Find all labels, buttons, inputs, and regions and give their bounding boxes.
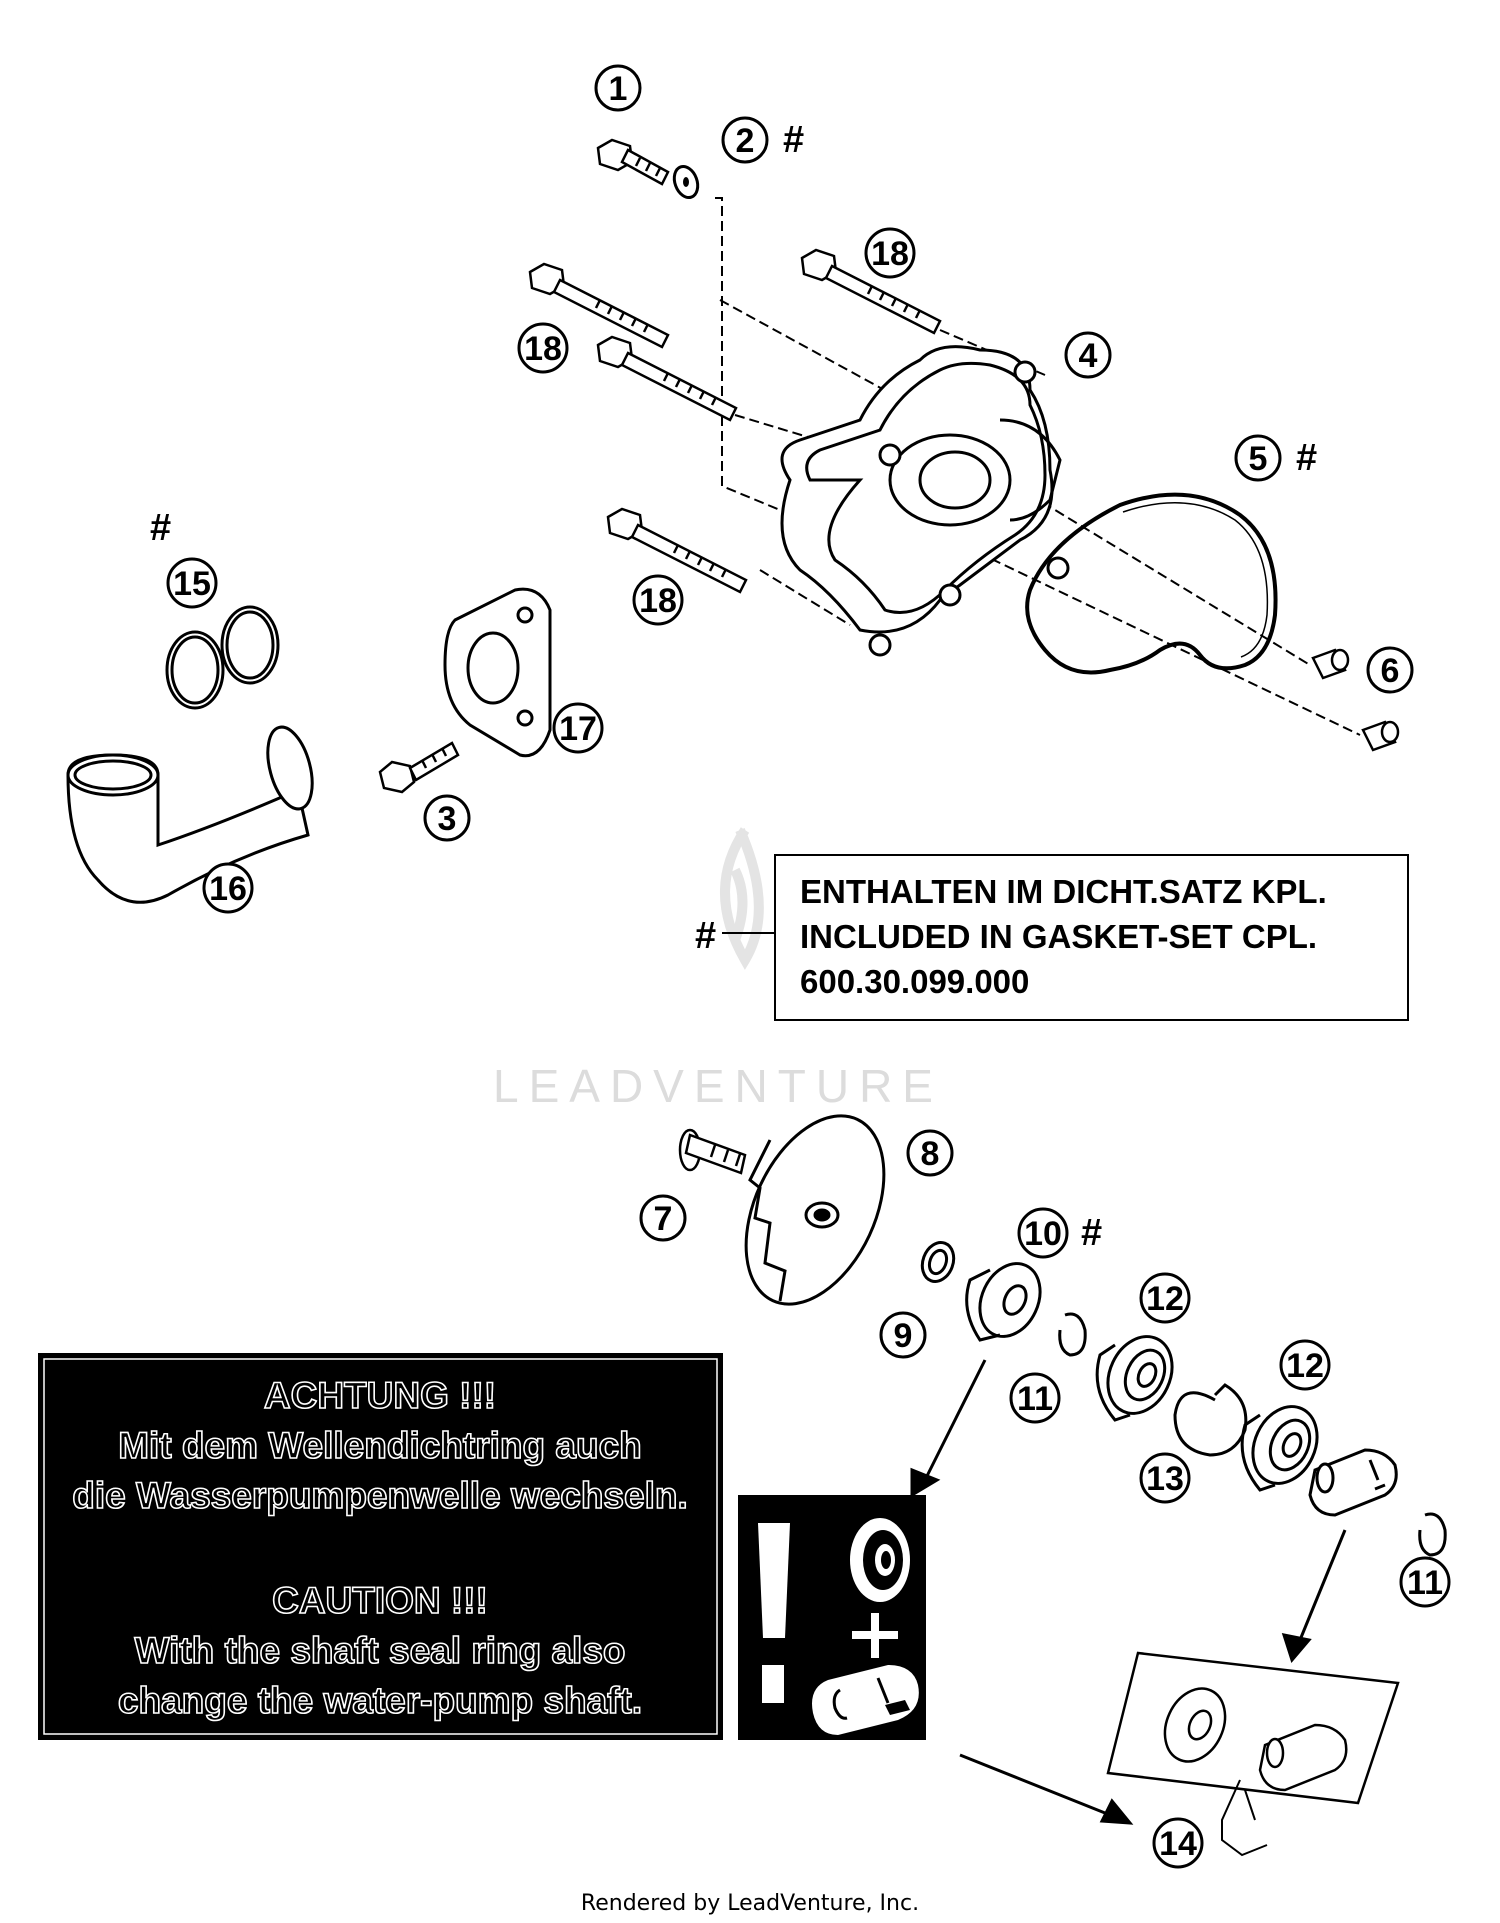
svg-text:8: 8 (921, 1135, 940, 1173)
caution-de-title: ACHTUNG !!! (264, 1375, 496, 1416)
caution-box: ACHTUNG !!! Mit dem Wellendichtring auch… (38, 1353, 723, 1740)
small-parts-group (920, 1241, 1447, 1557)
circlip-part-11 (1058, 1312, 1087, 1357)
svg-text:#: # (1296, 437, 1317, 479)
svg-text:15: 15 (173, 565, 211, 603)
callout-17: 17 (552, 702, 604, 754)
pictogram-box (738, 1495, 926, 1740)
svg-text:1: 1 (609, 70, 628, 108)
svg-text:#: # (1081, 1212, 1102, 1254)
callout-2: 2 # (721, 116, 804, 164)
callout-12-a: 12 (1139, 1272, 1191, 1324)
note-line-1: ENTHALTEN IM DICHT.SATZ KPL. (800, 873, 1327, 910)
callout-9: 9 (879, 1311, 927, 1359)
callout-16: 16 (202, 862, 254, 914)
circlip-part-11b (1418, 1512, 1447, 1557)
callout-1: 1 (594, 64, 642, 112)
svg-text:4: 4 (1079, 337, 1098, 375)
svg-text:3: 3 (438, 800, 457, 838)
o-rings-part-15 (165, 605, 280, 710)
kit-box-part-14 (1106, 1651, 1400, 1857)
watermark-text: LEADVENTURE (493, 1060, 943, 1112)
svg-text:16: 16 (209, 870, 247, 908)
callout-18-c: 18 (632, 574, 684, 626)
callout-10: 10 # (1017, 1207, 1102, 1259)
svg-text:5: 5 (1249, 440, 1268, 478)
svg-text:18: 18 (871, 235, 909, 273)
impeller-part-8 (744, 1114, 886, 1306)
caution-en-title: CAUTION !!! (272, 1580, 488, 1621)
svg-text:2: 2 (736, 122, 755, 160)
flange-gasket-part-17 (443, 587, 552, 758)
callout-3: 3 (423, 794, 471, 842)
callout-18-a: 18 (864, 227, 916, 279)
callout-13: 13 (1139, 1452, 1191, 1504)
hash-mark-15: # (150, 507, 171, 549)
callout-labels: 1 2 # 3 4 5 # 6 7 8 (150, 64, 1451, 1869)
pump-cover-part-4 (780, 345, 1070, 657)
callout-6: 6 (1366, 646, 1414, 694)
svg-text:9: 9 (894, 1317, 913, 1355)
callout-4: 4 (1064, 331, 1112, 379)
svg-text:18: 18 (524, 330, 562, 368)
shaft-icon (812, 1665, 919, 1735)
elbow-pipe-part-16 (66, 725, 314, 904)
svg-text:18: 18 (639, 582, 677, 620)
dowel-sleeves-part-6 (1311, 648, 1400, 752)
ring-part-13 (1173, 1383, 1248, 1457)
caution-en-line-2: change the water-pump shaft. (118, 1680, 642, 1721)
caution-de-line-1: Mit dem Wellendichtring auch (118, 1425, 642, 1466)
svg-text:7: 7 (654, 1200, 673, 1238)
callout-14: 14 (1152, 1817, 1204, 1869)
bolt-part-1 (596, 138, 670, 186)
svg-text:12: 12 (1286, 1347, 1324, 1385)
pump-shaft (1308, 1448, 1398, 1517)
svg-text:11: 11 (1407, 1564, 1443, 1602)
watermark: LEADVENTURE (493, 827, 943, 1112)
arrows (910, 1359, 1347, 1825)
svg-text:10: 10 (1024, 1215, 1062, 1253)
callout-11-a: 11 (1009, 1372, 1061, 1424)
svg-text:17: 17 (559, 710, 597, 748)
note-hash-marker: # (695, 915, 716, 957)
caution-de-line-2: die Wasserpumpenwelle wechseln. (72, 1475, 688, 1516)
svg-text:13: 13 (1146, 1460, 1184, 1498)
bolt-part-3 (378, 741, 460, 794)
callout-5: 5 # (1234, 434, 1317, 482)
callout-7: 7 (639, 1194, 687, 1242)
caution-en-line-1: With the shaft seal ring also (134, 1630, 625, 1671)
note-line-2: INCLUDED IN GASKET-SET CPL. (800, 918, 1317, 955)
gasket-set-note: # ENTHALTEN IM DICHT.SATZ KPL. INCLUDED … (695, 854, 1409, 1021)
callout-12-b: 12 (1279, 1339, 1331, 1391)
callout-11-b: 11 (1399, 1556, 1451, 1608)
footer-credit: Rendered by LeadVenture, Inc. (581, 1891, 919, 1916)
seal-ring-icon (850, 1518, 910, 1602)
plus-icon (852, 1613, 898, 1658)
long-bolts-part-18 (528, 248, 942, 594)
exclamation-icon (758, 1523, 790, 1703)
callout-18-b: 18 (517, 322, 569, 374)
svg-text:#: # (783, 119, 804, 161)
svg-text:12: 12 (1146, 1280, 1184, 1318)
note-line-3: 600.30.099.000 (800, 963, 1029, 1000)
gasket-part-5 (1025, 492, 1278, 675)
svg-text:14: 14 (1159, 1825, 1197, 1863)
svg-text:6: 6 (1381, 652, 1400, 690)
callout-8: 8 (906, 1129, 954, 1177)
svg-text:11: 11 (1017, 1380, 1053, 1418)
impeller-bolt-part-7 (678, 1128, 747, 1175)
callout-15: 15 (166, 557, 218, 609)
